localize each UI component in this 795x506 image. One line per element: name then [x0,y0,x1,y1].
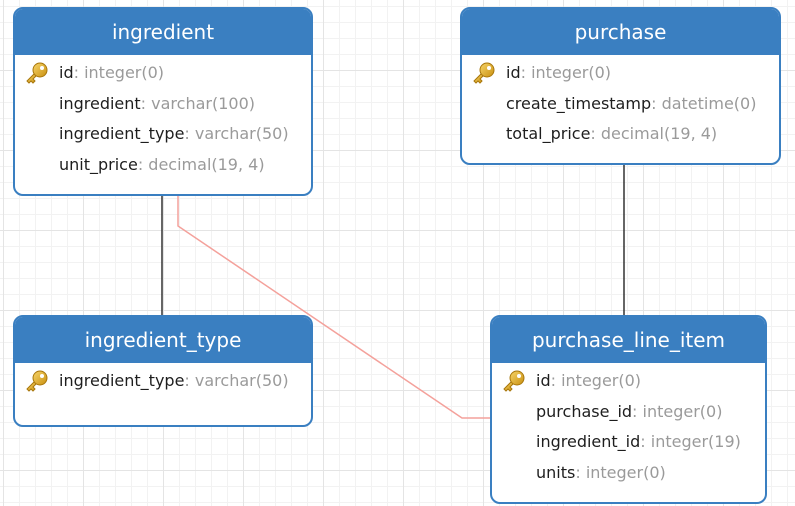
field-type: : varchar(100) [140,93,255,113]
entity-purchase-line-item[interactable]: purchase_line_item id: integer(0)purchas… [490,315,767,504]
entity-purchase[interactable]: purchase id: integer(0)create_timestamp:… [460,7,781,165]
entity-title: ingredient_type [15,317,311,363]
field-type: : integer(0) [520,63,612,82]
field-row[interactable]: ingredient_type: varchar(50) [15,119,311,150]
field-type: : decimal(19, 4) [590,124,718,143]
field-name: create_timestamp [506,93,652,113]
field-name: ingredient_type [59,371,185,390]
field-type: : integer(0) [575,462,666,482]
field-type: : varchar(50) [184,371,289,390]
field-type: : integer(0) [632,401,723,421]
field-name: id [506,63,521,82]
field-row[interactable]: id: integer(0) [462,58,779,89]
entity-title: purchase_line_item [492,317,765,363]
field-type: : integer(19) [640,432,741,451]
field-row[interactable]: ingredient: varchar(100) [15,89,311,120]
primary-key-icon [471,62,497,84]
field-list: id: integer(0)ingredient: varchar(100)in… [15,55,311,180]
field-name: id [59,63,74,82]
field-row[interactable]: ingredient_id: integer(19) [492,427,765,458]
field-row[interactable]: total_price: decimal(19, 4) [462,119,779,150]
field-name: total_price [506,124,591,143]
field-row[interactable]: purchase_id: integer(0) [492,397,765,428]
field-name: id [536,371,551,390]
field-list: id: integer(0)create_timestamp: datetime… [462,55,779,150]
entity-title: purchase [462,9,779,55]
entity-ingredient-type[interactable]: ingredient_type ingredient_type: varchar… [13,315,313,427]
field-name: unit_price [59,154,138,174]
field-list: id: integer(0)purchase_id: integer(0)ing… [492,363,765,488]
entity-title: ingredient [15,9,311,55]
primary-key-icon [501,370,527,392]
field-name: units [536,462,576,482]
field-type: : integer(0) [550,371,642,390]
field-row[interactable]: create_timestamp: datetime(0) [462,89,779,120]
field-name: ingredient_type [59,124,185,143]
field-name: ingredient_id [536,432,641,451]
field-row[interactable]: id: integer(0) [15,58,311,89]
field-name: ingredient [59,93,141,113]
primary-key-icon [24,62,50,84]
field-type: : datetime(0) [651,93,757,113]
field-type: : varchar(50) [184,124,289,143]
field-name: purchase_id [536,401,633,421]
field-row[interactable]: unit_price: decimal(19, 4) [15,150,311,181]
field-type: : decimal(19, 4) [137,154,265,174]
field-row[interactable]: units: integer(0) [492,458,765,489]
field-list: ingredient_type: varchar(50) [15,363,311,397]
field-row[interactable]: ingredient_type: varchar(50) [15,366,311,397]
field-row[interactable]: id: integer(0) [492,366,765,397]
entity-ingredient[interactable]: ingredient id: integer(0)ingredient: var… [13,7,313,196]
primary-key-icon [24,370,50,392]
field-type: : integer(0) [73,63,165,82]
link-ingredient-purchase-line-item[interactable] [177,195,491,419]
